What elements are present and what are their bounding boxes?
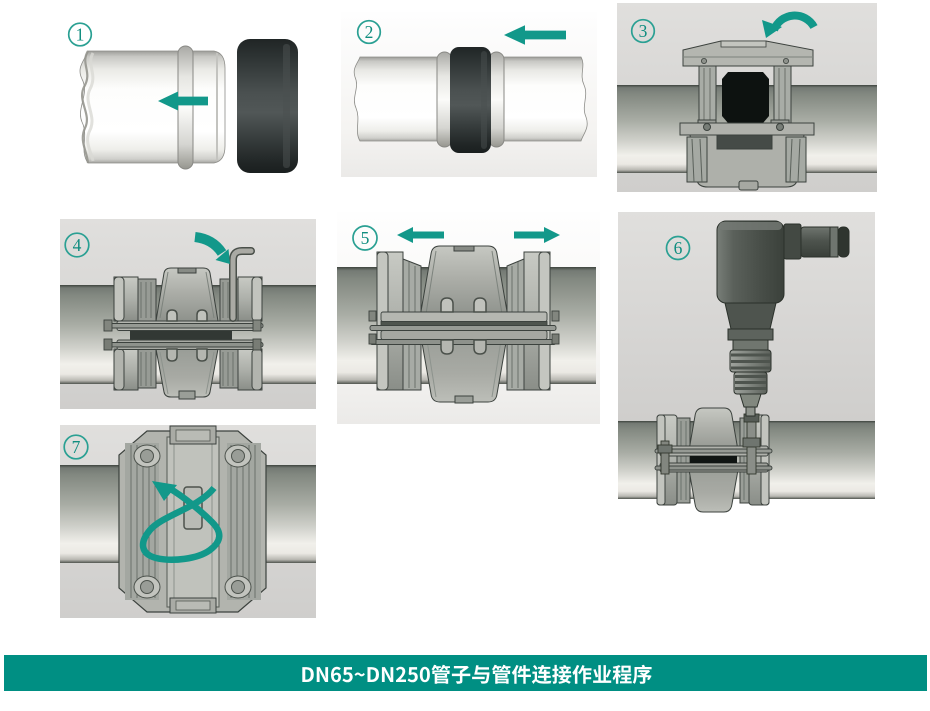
svg-text:7: 7 — [72, 437, 81, 457]
svg-text:2: 2 — [365, 22, 374, 42]
svg-text:6: 6 — [674, 238, 683, 258]
svg-text:1: 1 — [76, 25, 85, 45]
svg-text:4: 4 — [73, 235, 82, 255]
svg-text:5: 5 — [361, 228, 370, 248]
svg-text:3: 3 — [639, 21, 648, 41]
